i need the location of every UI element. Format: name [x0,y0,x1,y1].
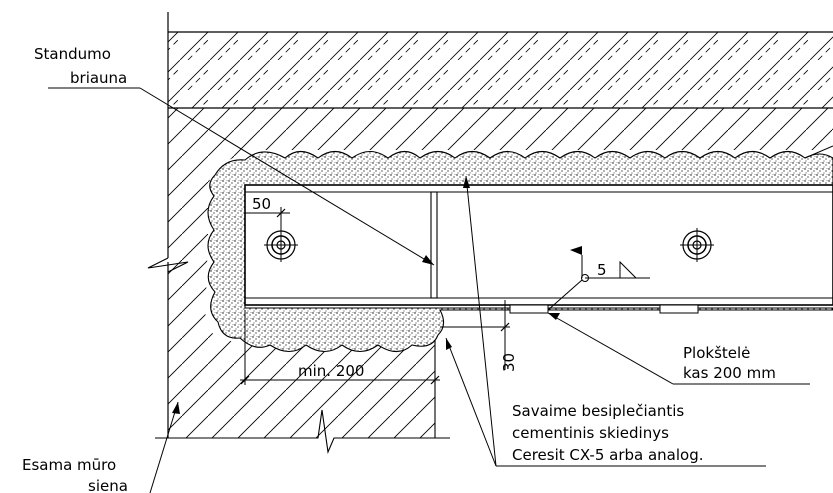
dim-50-label: 50 [252,195,271,213]
plate-callout: Plokštelė kas 200 mm [547,312,810,385]
stiffener-callout: Standumo briauna [34,45,435,266]
mortar-label-line2: cementinis skiedinys [512,424,669,442]
weld-size-label: 5 [597,261,607,279]
wall-callout: Esama mūro siena [22,401,180,493]
bolt-left [264,228,298,262]
weld-symbol: 5 [547,246,650,311]
plates [509,304,699,314]
mortar-fill [207,150,833,353]
plate-label-line1: Plokštelė [683,344,750,362]
min-200-label: min. 200 [298,362,364,380]
dim-30-label: 30 [500,353,518,372]
dimension-50: 50 [245,195,290,232]
dimension-min-200: min. 200 [240,310,440,385]
plate-label-line2: kas 200 mm [683,364,776,382]
stiffener-label-line1: Standumo [34,45,111,63]
stiffener-label-line2: briauna [70,69,127,87]
concrete-slab [168,31,833,109]
steel-beam [244,184,833,306]
dimension-30: 30 [440,300,518,372]
top-right-leader [804,145,833,159]
bolt-right [680,228,714,262]
wall-label-line1: Esama mūro [22,456,116,474]
wall-label-line2: siena [88,477,128,493]
mortar-label-line1: Savaime besiplečiantis [512,402,684,420]
mortar-label-line3: Ceresit CX-5 arba analog. [512,446,704,464]
mortar-callout: Savaime besiplečiantis cementinis skiedi… [445,175,766,467]
